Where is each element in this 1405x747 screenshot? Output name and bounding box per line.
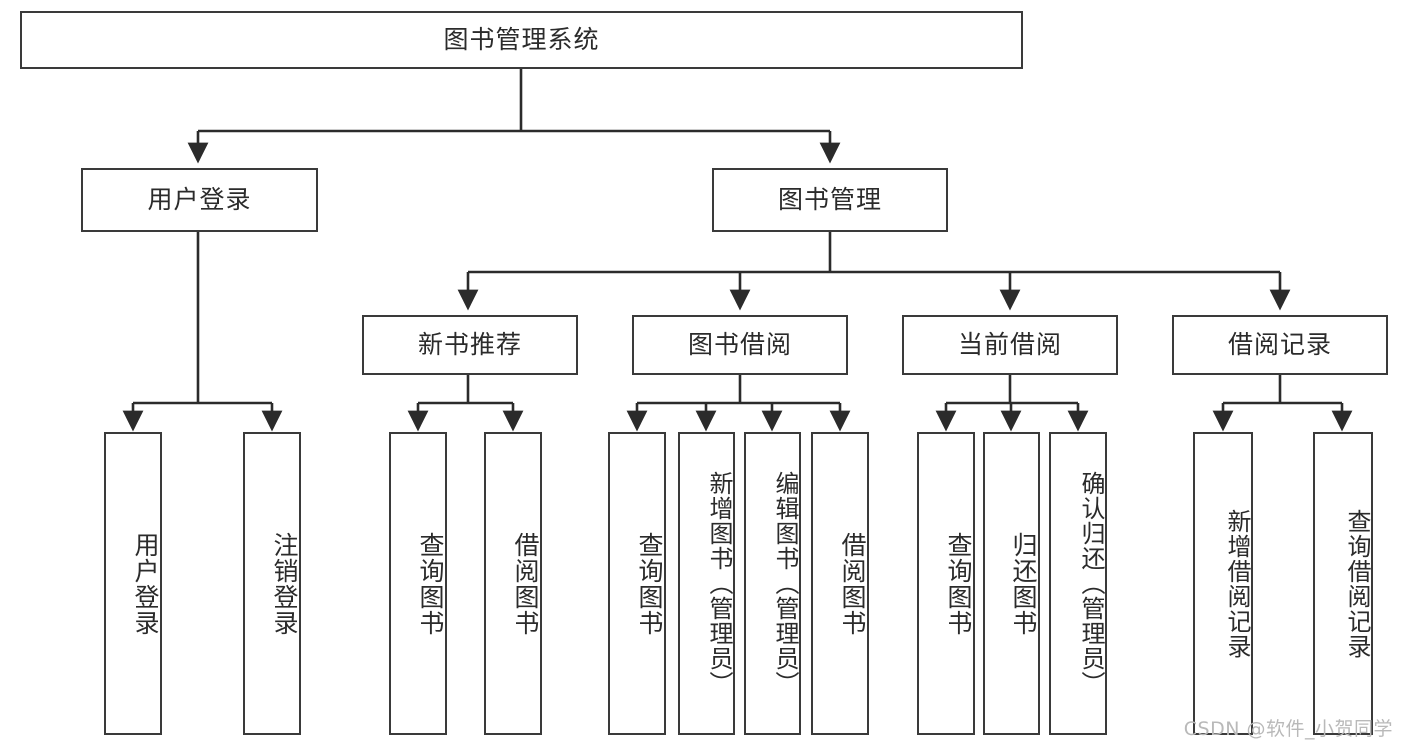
csdn-watermark: CSDN @软件_小贺同学: [1183, 718, 1393, 740]
node-label: 查询图书: [635, 531, 664, 636]
node-borrow-record[interactable]: 借阅记录: [1172, 315, 1388, 375]
node-label: 图书管理: [777, 185, 882, 215]
leaf-query-books-borrow[interactable]: 查询图书: [608, 432, 666, 735]
node-label: 图书管理系统: [443, 25, 600, 55]
node-label: 查询图书: [416, 531, 445, 636]
node-root-system[interactable]: 图书管理系统: [20, 11, 1023, 69]
leaf-user-login[interactable]: 用户登录: [104, 432, 162, 735]
node-label: 借阅图书: [838, 531, 867, 636]
leaf-add-borrow-record[interactable]: 新增借阅记录: [1193, 432, 1253, 735]
node-label: 用户登录: [131, 531, 160, 636]
leaf-borrow-books-recommend[interactable]: 借阅图书: [484, 432, 542, 735]
node-book-management[interactable]: 图书管理: [712, 168, 948, 232]
node-label: 新增图书（管理员）: [705, 471, 733, 696]
node-label: 当前借阅: [957, 330, 1062, 360]
node-label: 用户登录: [147, 185, 252, 215]
leaf-confirm-return-admin[interactable]: 确认归还（管理员）: [1049, 432, 1107, 735]
node-user-login[interactable]: 用户登录: [81, 168, 318, 232]
node-book-borrow[interactable]: 图书借阅: [632, 315, 848, 375]
leaf-return-books[interactable]: 归还图书: [983, 432, 1040, 735]
node-label: 新书推荐: [417, 330, 522, 360]
leaf-borrow-books-borrow[interactable]: 借阅图书: [811, 432, 869, 735]
node-label: 编辑图书（管理员）: [771, 471, 799, 696]
node-current-borrow[interactable]: 当前借阅: [902, 315, 1118, 375]
leaf-query-books-current[interactable]: 查询图书: [917, 432, 975, 735]
node-label: 借阅记录: [1227, 330, 1332, 360]
leaf-query-books-recommend[interactable]: 查询图书: [389, 432, 447, 735]
node-label: 新增借阅记录: [1223, 508, 1251, 659]
leaf-edit-book-admin[interactable]: 编辑图书（管理员）: [744, 432, 801, 735]
node-label: 确认归还（管理员）: [1077, 471, 1105, 696]
leaf-logout[interactable]: 注销登录: [243, 432, 301, 735]
node-label: 图书借阅: [687, 330, 792, 360]
node-label: 查询借阅记录: [1343, 508, 1371, 659]
node-label: 借阅图书: [511, 531, 540, 636]
leaf-query-borrow-record[interactable]: 查询借阅记录: [1313, 432, 1373, 735]
node-label: 归还图书: [1009, 531, 1038, 636]
node-label: 注销登录: [270, 531, 299, 636]
node-new-book-recommend[interactable]: 新书推荐: [362, 315, 578, 375]
leaf-add-book-admin[interactable]: 新增图书（管理员）: [678, 432, 735, 735]
node-label: 查询图书: [944, 531, 973, 636]
